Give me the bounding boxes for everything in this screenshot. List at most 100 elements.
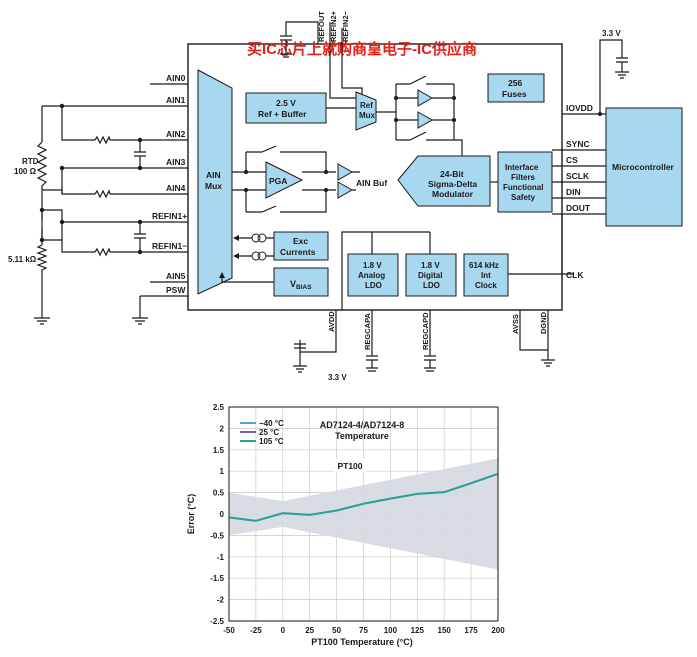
interface-label-4: Safety — [511, 193, 536, 202]
annotation-pt100: PT100 — [337, 461, 362, 471]
arrow-exc-2 — [233, 253, 239, 259]
pin-dout: DOUT — [566, 203, 591, 213]
legend-label: 25 °C — [259, 428, 279, 437]
wire-mid — [41, 210, 63, 240]
res-ain2 — [94, 135, 111, 145]
ref-mux-label-1: Ref — [360, 101, 373, 110]
x-tick-label: 200 — [491, 626, 505, 635]
wire-ainbuf — [352, 171, 360, 191]
fuses-label-1: 256 — [508, 78, 522, 88]
x-tick-label: 50 — [332, 626, 341, 635]
ain-buf-top — [337, 163, 354, 181]
digital-ldo-block — [405, 253, 457, 297]
y-tick-label: -2.5 — [210, 617, 224, 626]
annotation-box — [334, 459, 366, 472]
chart-title-2: Temperature — [335, 431, 389, 441]
pin-dgnd: DGND — [539, 311, 548, 334]
y-tick-label: 2.5 — [213, 403, 225, 412]
y-tick-label: 1 — [220, 467, 225, 476]
exc-currents-label-1: Exc — [293, 236, 308, 246]
pin-avdd: AVDD — [327, 311, 336, 332]
interface-block — [497, 151, 553, 213]
series-line-2 — [228, 472, 499, 522]
pin-sync: SYNC — [566, 139, 590, 149]
ground-left — [34, 317, 50, 325]
analog-ldo-label-3: LDO — [365, 281, 382, 290]
analog-ldo-label-2: Analog — [358, 271, 385, 280]
y-tick-label: 2 — [220, 424, 225, 433]
int-clock-block — [463, 253, 509, 297]
cap-iovdd — [615, 57, 629, 79]
legend-label: −40 °C — [259, 419, 284, 428]
cap-top — [280, 35, 292, 58]
ain-mux-label-2: Mux — [205, 181, 222, 191]
pin-avss: AVSS — [511, 314, 520, 334]
digital-ldo-label-3: LDO — [423, 281, 440, 290]
pin-ain1: AIN1 — [166, 95, 186, 105]
pin-ain0: AIN0 — [166, 73, 186, 83]
modulator-label-2: Sigma-Delta — [428, 179, 477, 189]
ref-buffer-block — [245, 92, 327, 124]
modulator-label-3: Modulator — [432, 189, 474, 199]
wire-psw — [139, 295, 188, 318]
pga-block — [265, 161, 304, 199]
microcontroller-block — [605, 107, 683, 227]
y-tick-label: 0 — [220, 510, 225, 519]
ain-mux-label-1: AIN — [206, 170, 221, 180]
chart-title-1: AD7124-4/AD7124-8 — [320, 420, 405, 430]
x-tick-label: 100 — [384, 626, 398, 635]
int-clock-label-2: Int — [481, 271, 491, 280]
wire-refbufs — [395, 83, 463, 160]
wire-ain2 — [61, 112, 188, 141]
pin-ain3: AIN3 — [166, 157, 186, 167]
pin-refin2p: REFIN2+ — [329, 10, 338, 42]
res-refin1n — [94, 247, 111, 257]
pin-ain4: AIN4 — [166, 183, 186, 193]
plot-frame — [228, 406, 499, 622]
ref-buffer-label-1: 2.5 V — [276, 98, 296, 108]
y-tick-label: -0.5 — [210, 531, 224, 540]
wire-refout — [285, 21, 343, 44]
arrow-exc-1 — [233, 235, 239, 241]
y-axis-label: Error (°C) — [186, 494, 196, 535]
chart-series — [228, 472, 499, 522]
wire-ldo — [341, 231, 562, 310]
y-tick-label: 0.5 — [213, 489, 225, 498]
y-tick-label: -1 — [217, 553, 225, 562]
wire-refmux — [326, 44, 396, 113]
int-clock-label-1: 614 kHz — [469, 261, 499, 270]
pga-bypass-switch-top — [261, 145, 277, 153]
pga-bypass-switch-bottom — [261, 205, 277, 213]
ref-mux-label-2: Mux — [359, 111, 376, 120]
fuses-label-2: Fuses — [502, 89, 527, 99]
pin-refout: REFOUT — [317, 11, 326, 42]
wire-refin1n — [42, 239, 188, 253]
x-tick-label: 175 — [464, 626, 478, 635]
pin-regcapa: REGCAPA — [363, 312, 372, 350]
y-tick-label: -2 — [217, 596, 225, 605]
microcontroller-label: Microcontroller — [612, 162, 675, 172]
fuses-block — [487, 73, 545, 103]
wire-regcapa — [366, 310, 378, 372]
pin-refin1n: REFIN1− — [152, 241, 187, 251]
pin-ain2: AIN2 — [166, 129, 186, 139]
cap-left-1 — [134, 140, 146, 168]
x-tick-label: -50 — [223, 626, 235, 635]
supply-top-right: 3.3 V — [602, 29, 621, 38]
analog-ldo-label-1: 1.8 V — [363, 261, 382, 270]
interface-label-3: Functional — [503, 183, 543, 192]
exc-currents-block — [273, 231, 329, 261]
wire-exc — [236, 237, 274, 257]
int-clock-label-3: Clock — [475, 281, 497, 290]
pin-psw: PSW — [166, 285, 186, 295]
watermark-text: 买IC芯片上就购商皇电子-IC供应商 — [247, 40, 477, 58]
wire-spi — [552, 149, 606, 275]
pin-cs: CS — [566, 155, 578, 165]
x-tick-label: 25 — [305, 626, 314, 635]
cap-left-2 — [134, 222, 146, 252]
ref-resistor — [36, 244, 48, 272]
pin-sclk: SCLK — [566, 171, 590, 181]
